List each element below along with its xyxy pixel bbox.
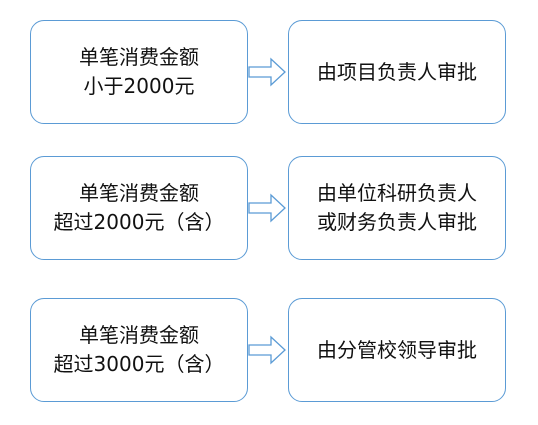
- right-arrow-icon: [248, 57, 286, 87]
- condition-line: 单笔消费金额: [79, 181, 199, 205]
- condition-box-1: 单笔消费金额 小于2000元: [30, 20, 248, 124]
- condition-line: 超过3000元（含）: [53, 352, 225, 376]
- approval-box-2: 由单位科研负责人 或财务负责人审批: [288, 156, 506, 260]
- condition-box-2: 单笔消费金额 超过2000元（含）: [30, 156, 248, 260]
- approval-box-1: 由项目负责人审批: [288, 20, 506, 124]
- condition-line: 单笔消费金额: [79, 323, 199, 347]
- right-arrow-icon: [248, 193, 286, 223]
- approval-line: 由单位科研负责人: [317, 181, 477, 205]
- approval-line: 由分管校领导审批: [317, 337, 477, 362]
- condition-line: 单笔消费金额: [79, 45, 199, 69]
- condition-box-3: 单笔消费金额 超过3000元（含）: [30, 298, 248, 402]
- right-arrow-icon: [248, 335, 286, 365]
- approval-box-3: 由分管校领导审批: [288, 298, 506, 402]
- approval-line: 或财务负责人审批: [317, 210, 477, 234]
- condition-line: 超过2000元（含）: [53, 210, 225, 234]
- approval-line: 由项目负责人审批: [317, 59, 477, 84]
- condition-line: 小于2000元: [83, 74, 195, 98]
